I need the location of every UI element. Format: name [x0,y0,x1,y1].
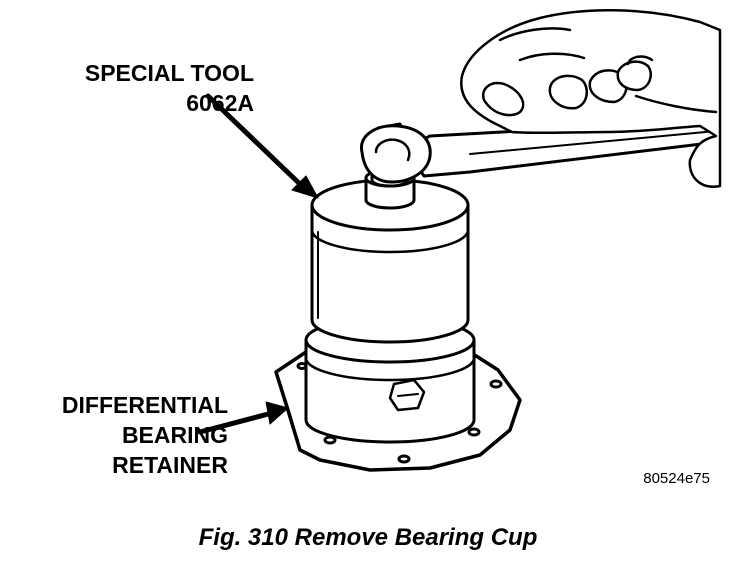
special-tool-label-line1: SPECIAL TOOL [84,60,254,86]
retainer-label-line3: RETAINER [112,452,228,478]
retainer-arrow [197,401,289,435]
tool-arrow [205,93,319,199]
retainer-label-line2: BEARING [121,422,228,448]
retainer-label-line1: DIFFERENTIAL [61,392,228,418]
retainer-label: DIFFERENTIAL BEARING RETAINER [20,390,228,480]
special-tool-label: SPECIAL TOOL 6062A [40,58,254,118]
special-tool-label-line2: 6062A [186,90,254,116]
figure-caption: Fig. 310 Remove Bearing Cup [198,524,538,551]
special-tool-body [310,178,470,344]
hand [460,8,722,188]
wrench [360,118,720,184]
reference-code: 80524e75 [643,470,710,487]
